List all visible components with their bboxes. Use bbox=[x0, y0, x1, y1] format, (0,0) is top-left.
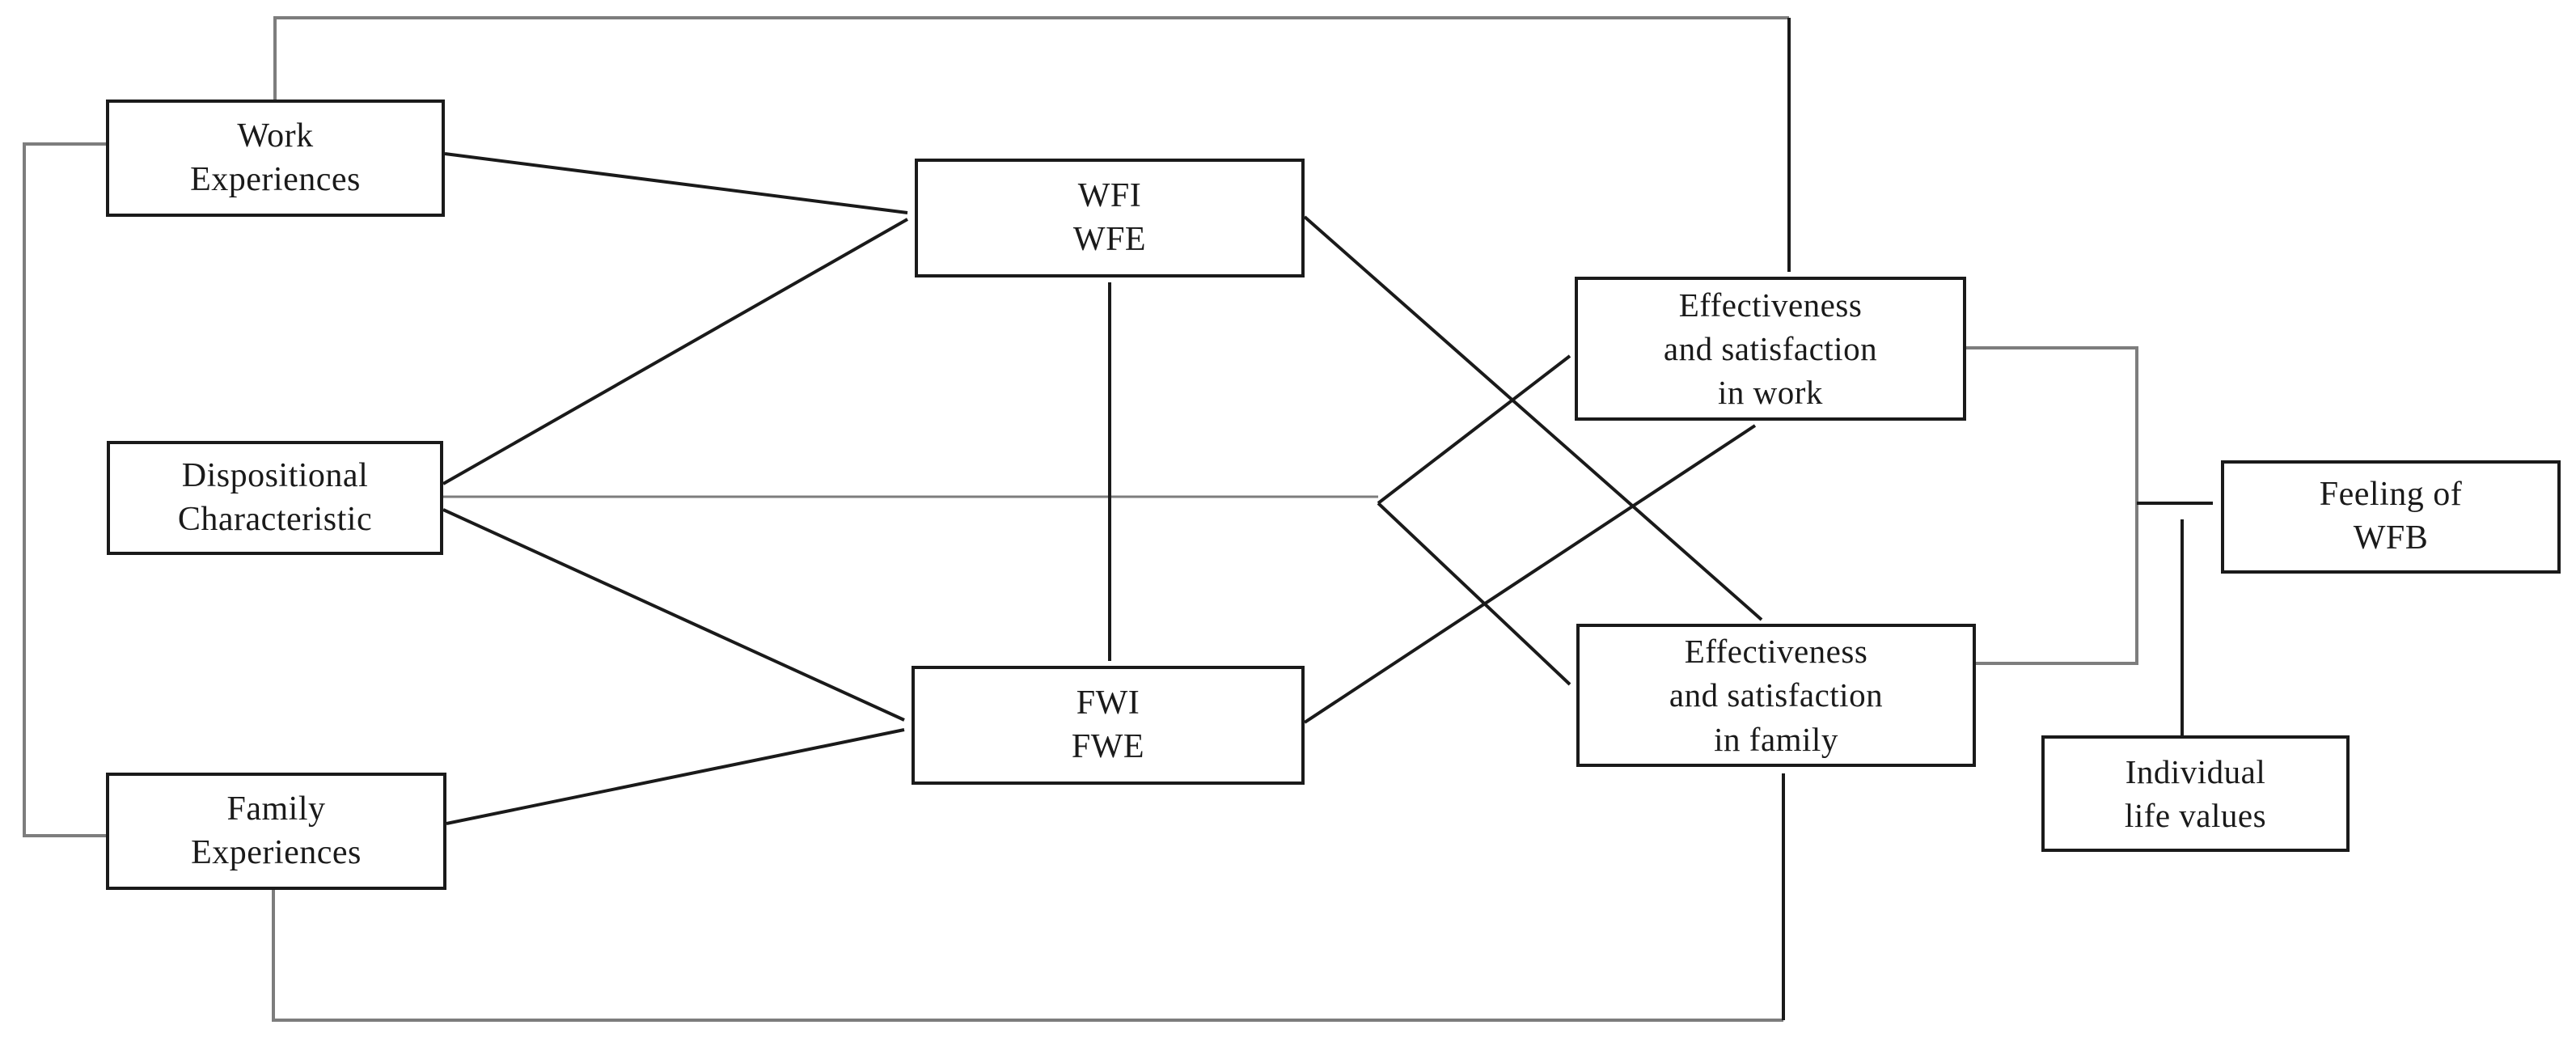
node-feeling-of-wfb: Feeling of WFB bbox=[2221, 460, 2561, 574]
node-fwi-fwe: FWI FWE bbox=[912, 666, 1305, 785]
edge-family-to-fwi bbox=[446, 728, 905, 825]
node-fwi-fwe-label: FWI FWE bbox=[1071, 684, 1145, 765]
edge-work-to-wfi bbox=[444, 152, 908, 214]
node-wfi-wfe-label: WFI WFE bbox=[1072, 176, 1147, 258]
edge-wfi-to-effectiveness-family bbox=[1303, 215, 1763, 621]
node-family-experiences: Family Experiences bbox=[106, 773, 446, 890]
node-individual-life-values: Individual life values bbox=[2041, 735, 2350, 852]
edge-fork-to-effectiveness-family bbox=[1377, 502, 1571, 686]
edge-fork-to-effectiveness-work bbox=[1377, 354, 1571, 505]
node-effectiveness-work-label: Effectiveness and satisfaction in work bbox=[1663, 286, 1878, 412]
node-family-experiences-label: Family Experiences bbox=[191, 790, 362, 871]
node-feeling-of-wfb-label: Feeling of WFB bbox=[2319, 476, 2463, 557]
node-effectiveness-family-label: Effectiveness and satisfaction in family bbox=[1669, 633, 1884, 758]
edge-output-junction bbox=[1966, 346, 2138, 665]
edge-top-route bbox=[273, 16, 1789, 100]
node-dispositional-characteristic: Dispositional Characteristic bbox=[107, 441, 443, 555]
edge-dispositional-to-fwi bbox=[442, 508, 905, 722]
node-effectiveness-work: Effectiveness and satisfaction in work bbox=[1575, 277, 1966, 421]
edge-left-correlation bbox=[23, 142, 106, 837]
node-individual-life-values-label: Individual life values bbox=[2124, 752, 2267, 834]
node-work-experiences-label: Work Experiences bbox=[190, 116, 361, 198]
node-effectiveness-family: Effectiveness and satisfaction in family bbox=[1576, 624, 1976, 767]
edge-fwi-to-effectiveness-work bbox=[1303, 424, 1757, 724]
edge-bottom-route bbox=[272, 890, 1783, 1022]
node-work-experiences: Work Experiences bbox=[106, 100, 445, 217]
edge-dispositional-to-wfi bbox=[442, 218, 908, 485]
node-dispositional-characteristic-label: Dispositional Characteristic bbox=[177, 456, 373, 538]
node-wfi-wfe: WFI WFE bbox=[915, 159, 1305, 277]
